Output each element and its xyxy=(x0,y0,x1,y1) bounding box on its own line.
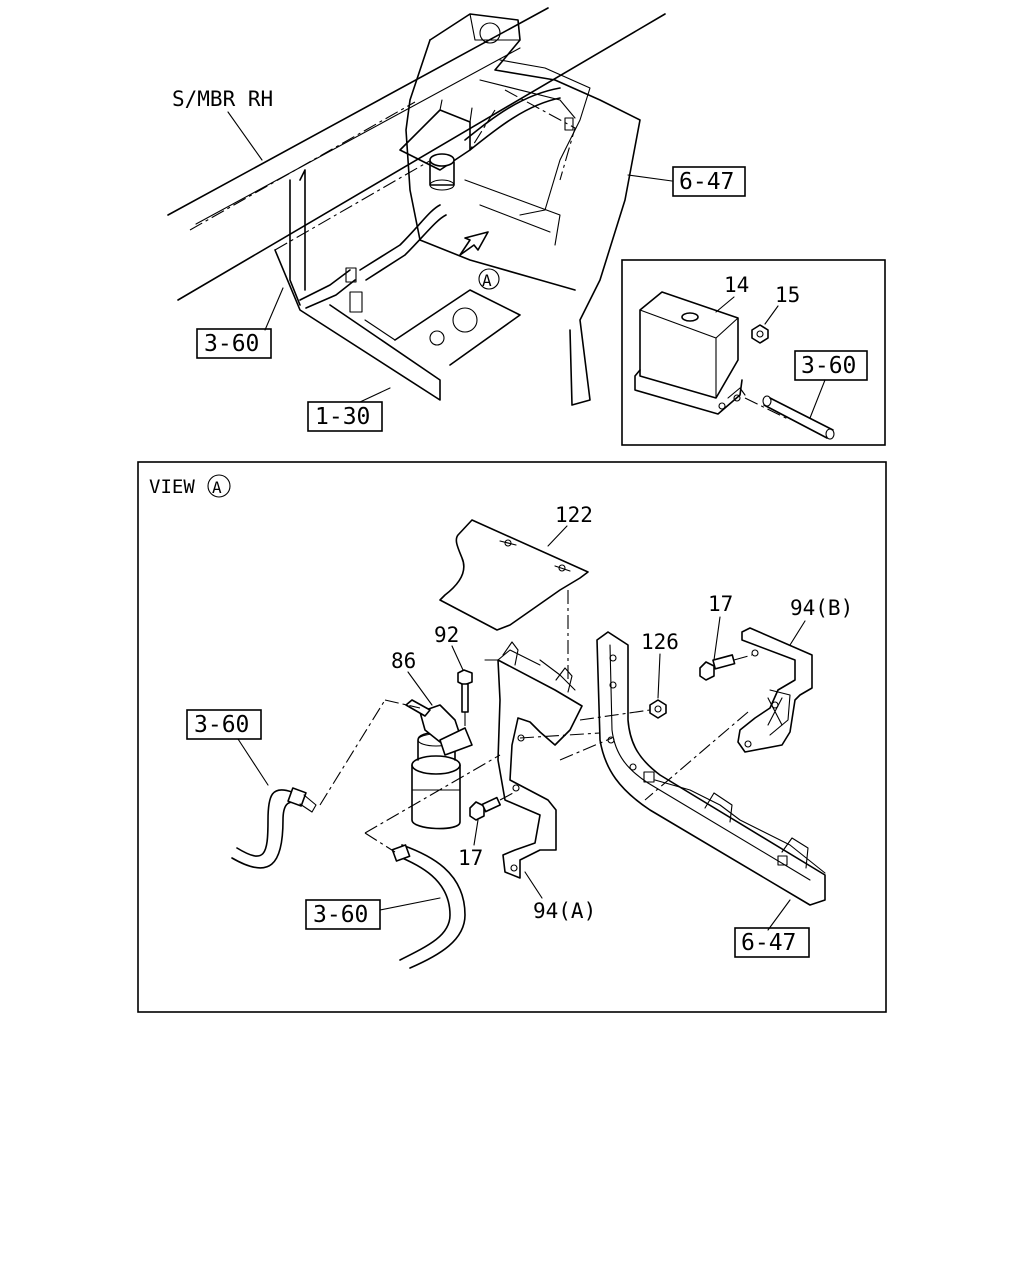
receiver-dryer-top xyxy=(399,99,473,191)
part-17-bolt-bottom xyxy=(469,791,516,821)
view-a-title: VIEW xyxy=(149,476,195,498)
part-122-plate xyxy=(439,519,589,680)
top-assembly-view: S/MBR RH A xyxy=(167,7,746,432)
view-marker-label: A xyxy=(482,271,492,290)
part-14-cover xyxy=(634,291,746,415)
part-94b-bracket xyxy=(737,627,813,753)
inset-detail: 14 15 3-60 xyxy=(621,259,886,446)
part-15-nut xyxy=(751,324,769,344)
part-126-label: 126 xyxy=(641,630,679,654)
hose-3-60-inset xyxy=(762,395,835,440)
part-94a-label: 94(A) xyxy=(533,899,596,923)
ref-3-60-left: 3-60 xyxy=(186,709,269,786)
view-a-marker: A xyxy=(212,478,222,497)
part-17-bolt-top xyxy=(699,654,753,681)
ref-6-47-top: 6-47 xyxy=(627,166,746,197)
part-17-top-label: 17 xyxy=(708,592,733,616)
side-member-rail xyxy=(167,7,666,301)
part-126-nut xyxy=(649,699,667,719)
part-86-receiver-dryer xyxy=(405,699,473,830)
view-a-marker-circle xyxy=(207,474,231,498)
svg-text:3-60: 3-60 xyxy=(801,353,856,379)
cab-mount-bracket xyxy=(405,13,641,406)
part-17-bottom-label: 17 xyxy=(458,846,483,870)
hose-3-60-bottom xyxy=(364,754,501,969)
ref-3-60-bottom: 3-60 xyxy=(305,897,441,930)
ref-1-30-top: 1-30 xyxy=(307,387,391,432)
view-marker-circle xyxy=(478,268,500,290)
side-frame-6-47 xyxy=(596,631,826,906)
part-94b-label: 94(B) xyxy=(790,596,853,620)
part-92-label: 92 xyxy=(434,623,459,647)
svg-text:3-60: 3-60 xyxy=(194,712,249,738)
part-94a-bracket xyxy=(484,641,583,879)
svg-text:1-30: 1-30 xyxy=(315,404,370,430)
refrigerant-pipes-top xyxy=(289,87,561,309)
view-arrow-icon xyxy=(459,231,489,256)
member-label: S/MBR RH xyxy=(172,87,273,111)
hose-3-60-left xyxy=(231,699,421,869)
member-leader xyxy=(227,111,263,161)
ref-3-60-inset: 3-60 xyxy=(794,350,868,419)
ref-6-47-view-a: 6-47 xyxy=(734,899,810,958)
part-86-label: 86 xyxy=(391,649,416,673)
part-14-label: 14 xyxy=(724,273,749,297)
svg-text:6-47: 6-47 xyxy=(679,169,734,195)
part-92-bolt xyxy=(457,669,473,732)
frame-crossmember xyxy=(274,249,521,401)
ref-3-60-top: 3-60 xyxy=(196,287,284,359)
svg-text:6-47: 6-47 xyxy=(741,930,796,956)
view-a-frame xyxy=(137,461,887,1013)
svg-text:3-60: 3-60 xyxy=(313,902,368,928)
svg-text:3-60: 3-60 xyxy=(204,331,259,357)
part-15-label: 15 xyxy=(775,283,800,307)
inset-frame xyxy=(621,259,886,446)
part-122-label: 122 xyxy=(555,503,593,527)
view-a-panel: VIEW A 122 xyxy=(137,461,887,1013)
